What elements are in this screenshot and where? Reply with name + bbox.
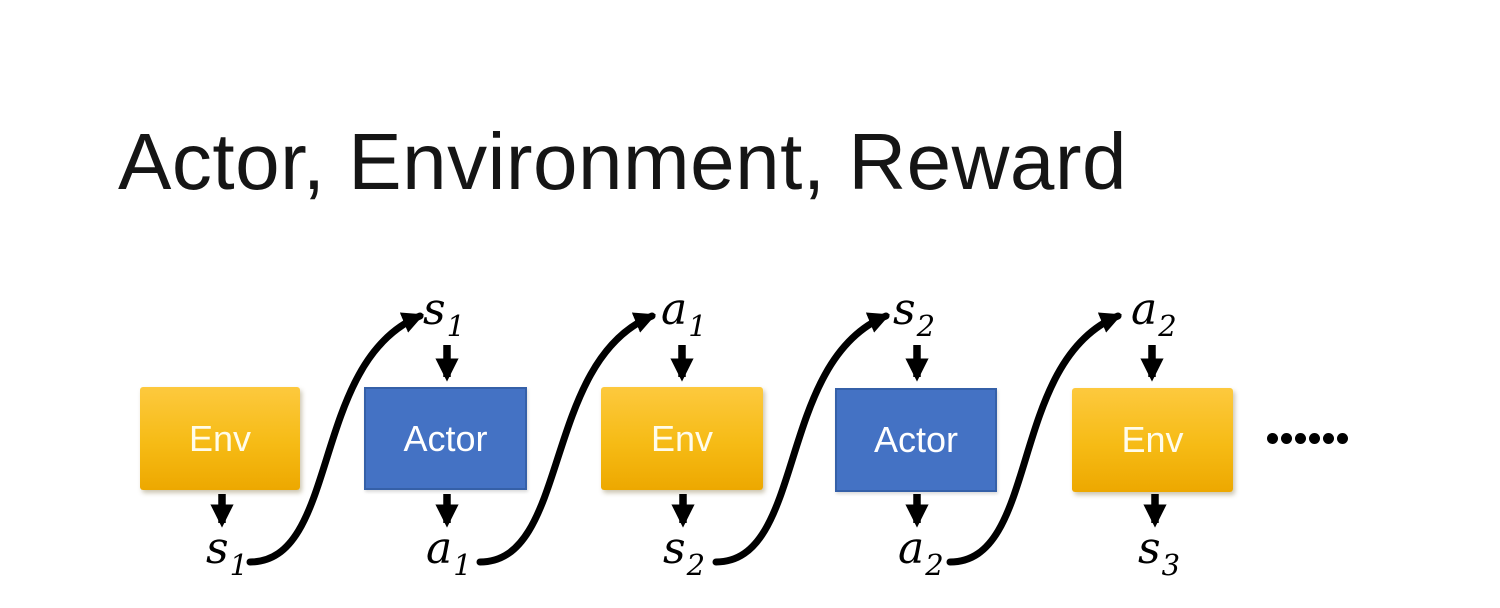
ellipsis-dot <box>1309 433 1320 444</box>
top-label-a2-sub: 2 <box>1158 309 1177 343</box>
env-box-3-label: Env <box>1121 419 1184 460</box>
ellipsis-dot <box>1281 433 1292 444</box>
env-box-1: Env <box>140 387 300 490</box>
env-box-2: Env <box>601 387 763 490</box>
actor-box-2: Actor <box>835 388 997 492</box>
ellipsis-dot <box>1267 433 1278 444</box>
top-label-a2-base: a <box>1131 284 1158 335</box>
bottom-label-s2-base: s <box>663 523 686 574</box>
actor-box-1: Actor <box>364 387 527 490</box>
top-label-a2: a2 <box>1131 288 1177 344</box>
top-label-s2-base: s <box>893 284 916 335</box>
bottom-label-s3-sub: 3 <box>1161 548 1181 582</box>
slide-title: Actor, Environment, Reward <box>118 117 1127 206</box>
bottom-label-a1-base: a <box>426 523 453 574</box>
env-box-3: Env <box>1072 388 1233 492</box>
bottom-label-s3: s3 <box>1138 527 1180 583</box>
ellipsis-dots <box>1267 433 1348 444</box>
bottom-label-s3-base: s <box>1138 523 1161 574</box>
env-box-2-label: Env <box>650 417 714 459</box>
top-label-s2-sub: 2 <box>916 309 936 343</box>
bottom-label-a2-sub: 2 <box>925 548 944 582</box>
top-label-a1-sub: 1 <box>688 309 707 343</box>
top-label-s2: s2 <box>893 288 935 344</box>
top-label-s1: s1 <box>423 288 465 344</box>
bottom-label-a2-base: a <box>898 523 925 574</box>
top-label-s1-sub: 1 <box>446 309 466 343</box>
bottom-label-s2: s2 <box>663 527 705 583</box>
bottom-label-s1-base: s <box>206 523 229 574</box>
bottom-label-s1: s1 <box>206 527 248 583</box>
bottom-label-a1-sub: 1 <box>453 548 472 582</box>
top-label-s1-base: s <box>423 284 446 335</box>
bottom-label-a1: a1 <box>426 527 472 583</box>
ellipsis-dot <box>1323 433 1334 444</box>
bottom-label-s2-sub: 2 <box>686 548 706 582</box>
actor-box-1-label: Actor <box>403 417 488 459</box>
actor-box-2-label: Actor <box>873 419 959 460</box>
ellipsis-dot <box>1337 433 1348 444</box>
bottom-label-a2: a2 <box>898 527 944 583</box>
bottom-label-s1-sub: 1 <box>229 548 249 582</box>
env-box-1-label: Env <box>188 417 252 459</box>
top-label-a1: a1 <box>661 288 707 344</box>
ellipsis-dot <box>1295 433 1306 444</box>
top-label-a1-base: a <box>661 284 688 335</box>
